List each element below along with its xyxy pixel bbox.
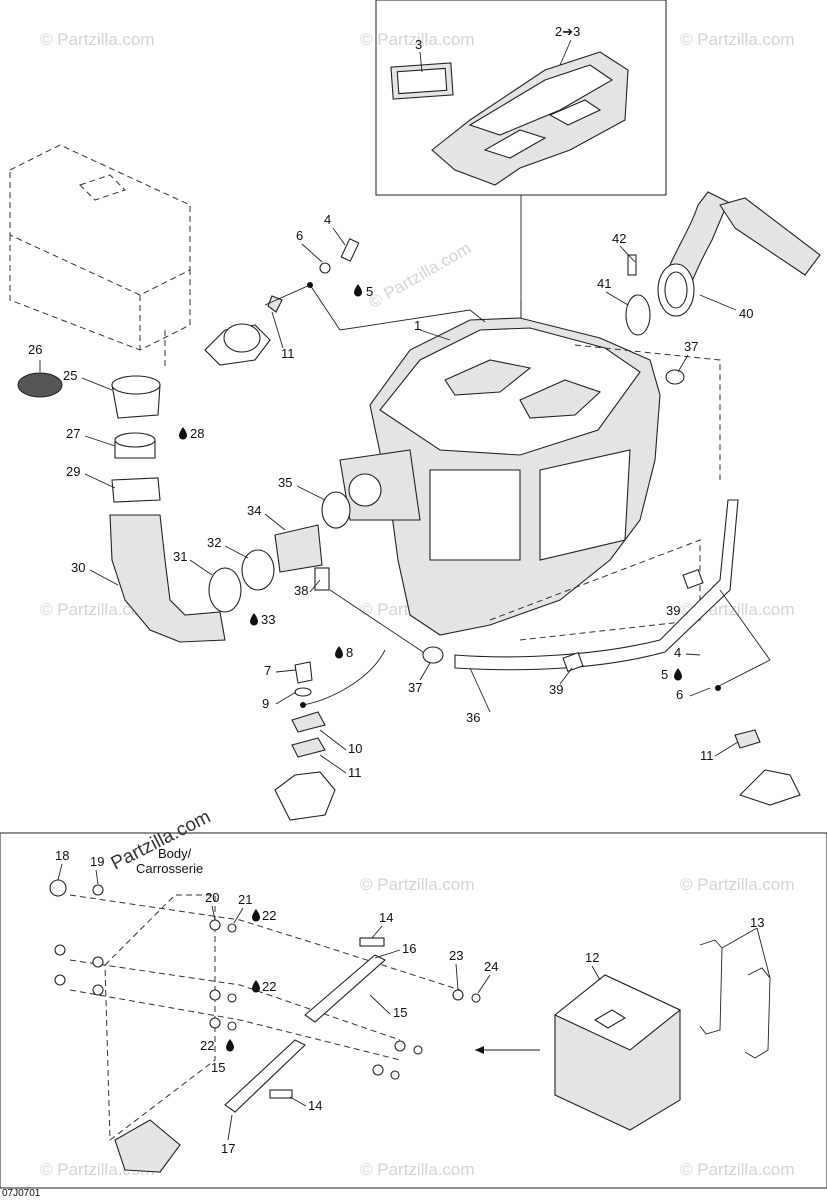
callout-31: 31 [173, 549, 187, 564]
callout-12: 12 [585, 950, 599, 965]
battery-straps [699, 927, 771, 1059]
callout-22: 22 [200, 1038, 214, 1053]
callout-38: 38 [294, 583, 308, 598]
watermark-text: © Partzilla.com [680, 875, 795, 894]
callout-21: 21 [238, 892, 252, 907]
callout-14: 14 [308, 1098, 322, 1113]
callout-11: 11 [281, 346, 295, 361]
watermark-text: © Partzilla.com [40, 600, 155, 619]
callout-13: 13 [750, 915, 764, 930]
callout-14: 14 [379, 910, 393, 925]
callout-7: 7 [264, 663, 271, 678]
callout-39: 39 [549, 682, 563, 697]
callout-6: 6 [296, 228, 303, 243]
callout-6: 6 [676, 687, 683, 702]
callout-11: 11 [700, 748, 714, 763]
watermark-text: © Partzilla.com [360, 1160, 475, 1179]
battery-support-frame [0, 832, 827, 1189]
callout-26: 26 [28, 342, 42, 357]
callout-1: 1 [414, 318, 421, 333]
watermark-text: © Partzilla.com [360, 875, 475, 894]
watermark-text: © Partzilla.com [366, 238, 475, 312]
callout-25: 25 [63, 368, 77, 383]
callout-19: 19 [90, 854, 104, 869]
watermark-text: © Partzilla.com [680, 30, 795, 49]
callout-5: 5 [661, 667, 668, 682]
callout-42: 42 [612, 231, 626, 246]
callout-27: 27 [66, 426, 80, 441]
callout-37: 37 [684, 339, 698, 354]
battery [553, 974, 682, 1131]
lower-mounts [274, 369, 801, 821]
callout-11: 11 [348, 765, 362, 780]
watermark-text: © Partzilla.com [680, 1160, 795, 1179]
callout-35: 35 [278, 475, 292, 490]
callout-32: 32 [207, 535, 221, 550]
callout-labels: 1 2➔3 3 4 5 6 11 42 41 40 37 26 25 27 28… [28, 24, 764, 1156]
watermark-text: © Partzilla.com [360, 30, 475, 49]
callout-37: 37 [408, 680, 422, 695]
callout-2-to-3: 2➔3 [555, 24, 580, 39]
callout-4: 4 [674, 645, 681, 660]
callout-18: 18 [55, 848, 69, 863]
exhaust-assembly [625, 191, 821, 336]
callout-30: 30 [71, 560, 85, 575]
callout-23: 23 [449, 948, 463, 963]
intake-assembly [17, 372, 431, 659]
callout-16: 16 [402, 941, 416, 956]
callout-5: 5 [366, 284, 373, 299]
callout-22: 22 [262, 979, 276, 994]
callout-3: 3 [415, 37, 422, 52]
callout-39: 39 [666, 603, 680, 618]
callout-9: 9 [262, 696, 269, 711]
callout-34: 34 [247, 503, 261, 518]
battery-support-assembly [49, 879, 540, 1173]
callout-29: 29 [66, 464, 80, 479]
callout-36: 36 [466, 710, 480, 725]
engine-mount-top [204, 238, 486, 366]
callout-10: 10 [348, 741, 362, 756]
callout-8: 8 [346, 645, 353, 660]
callout-4: 4 [324, 212, 331, 227]
engine-cover-inset [375, 0, 667, 320]
callout-41: 41 [597, 276, 611, 291]
callout-15: 15 [211, 1060, 225, 1075]
callout-24: 24 [484, 959, 498, 974]
callout-33: 33 [261, 612, 275, 627]
callout-15: 15 [393, 1005, 407, 1020]
callout-22: 22 [262, 908, 276, 923]
body-label-line-1: Body/ [158, 846, 192, 861]
callout-40: 40 [739, 306, 753, 321]
engine-assembly [339, 300, 721, 641]
body-label-line-2: Carrosserie [136, 861, 203, 876]
drawing-code: 07J0701 [2, 1188, 41, 1199]
callout-17: 17 [221, 1141, 235, 1156]
watermark-text: © Partzilla.com [40, 30, 155, 49]
leader-lines [39, 227, 739, 1141]
air-box-outline [9, 144, 191, 370]
callout-28: 28 [190, 426, 204, 441]
callout-20: 20 [205, 890, 219, 905]
